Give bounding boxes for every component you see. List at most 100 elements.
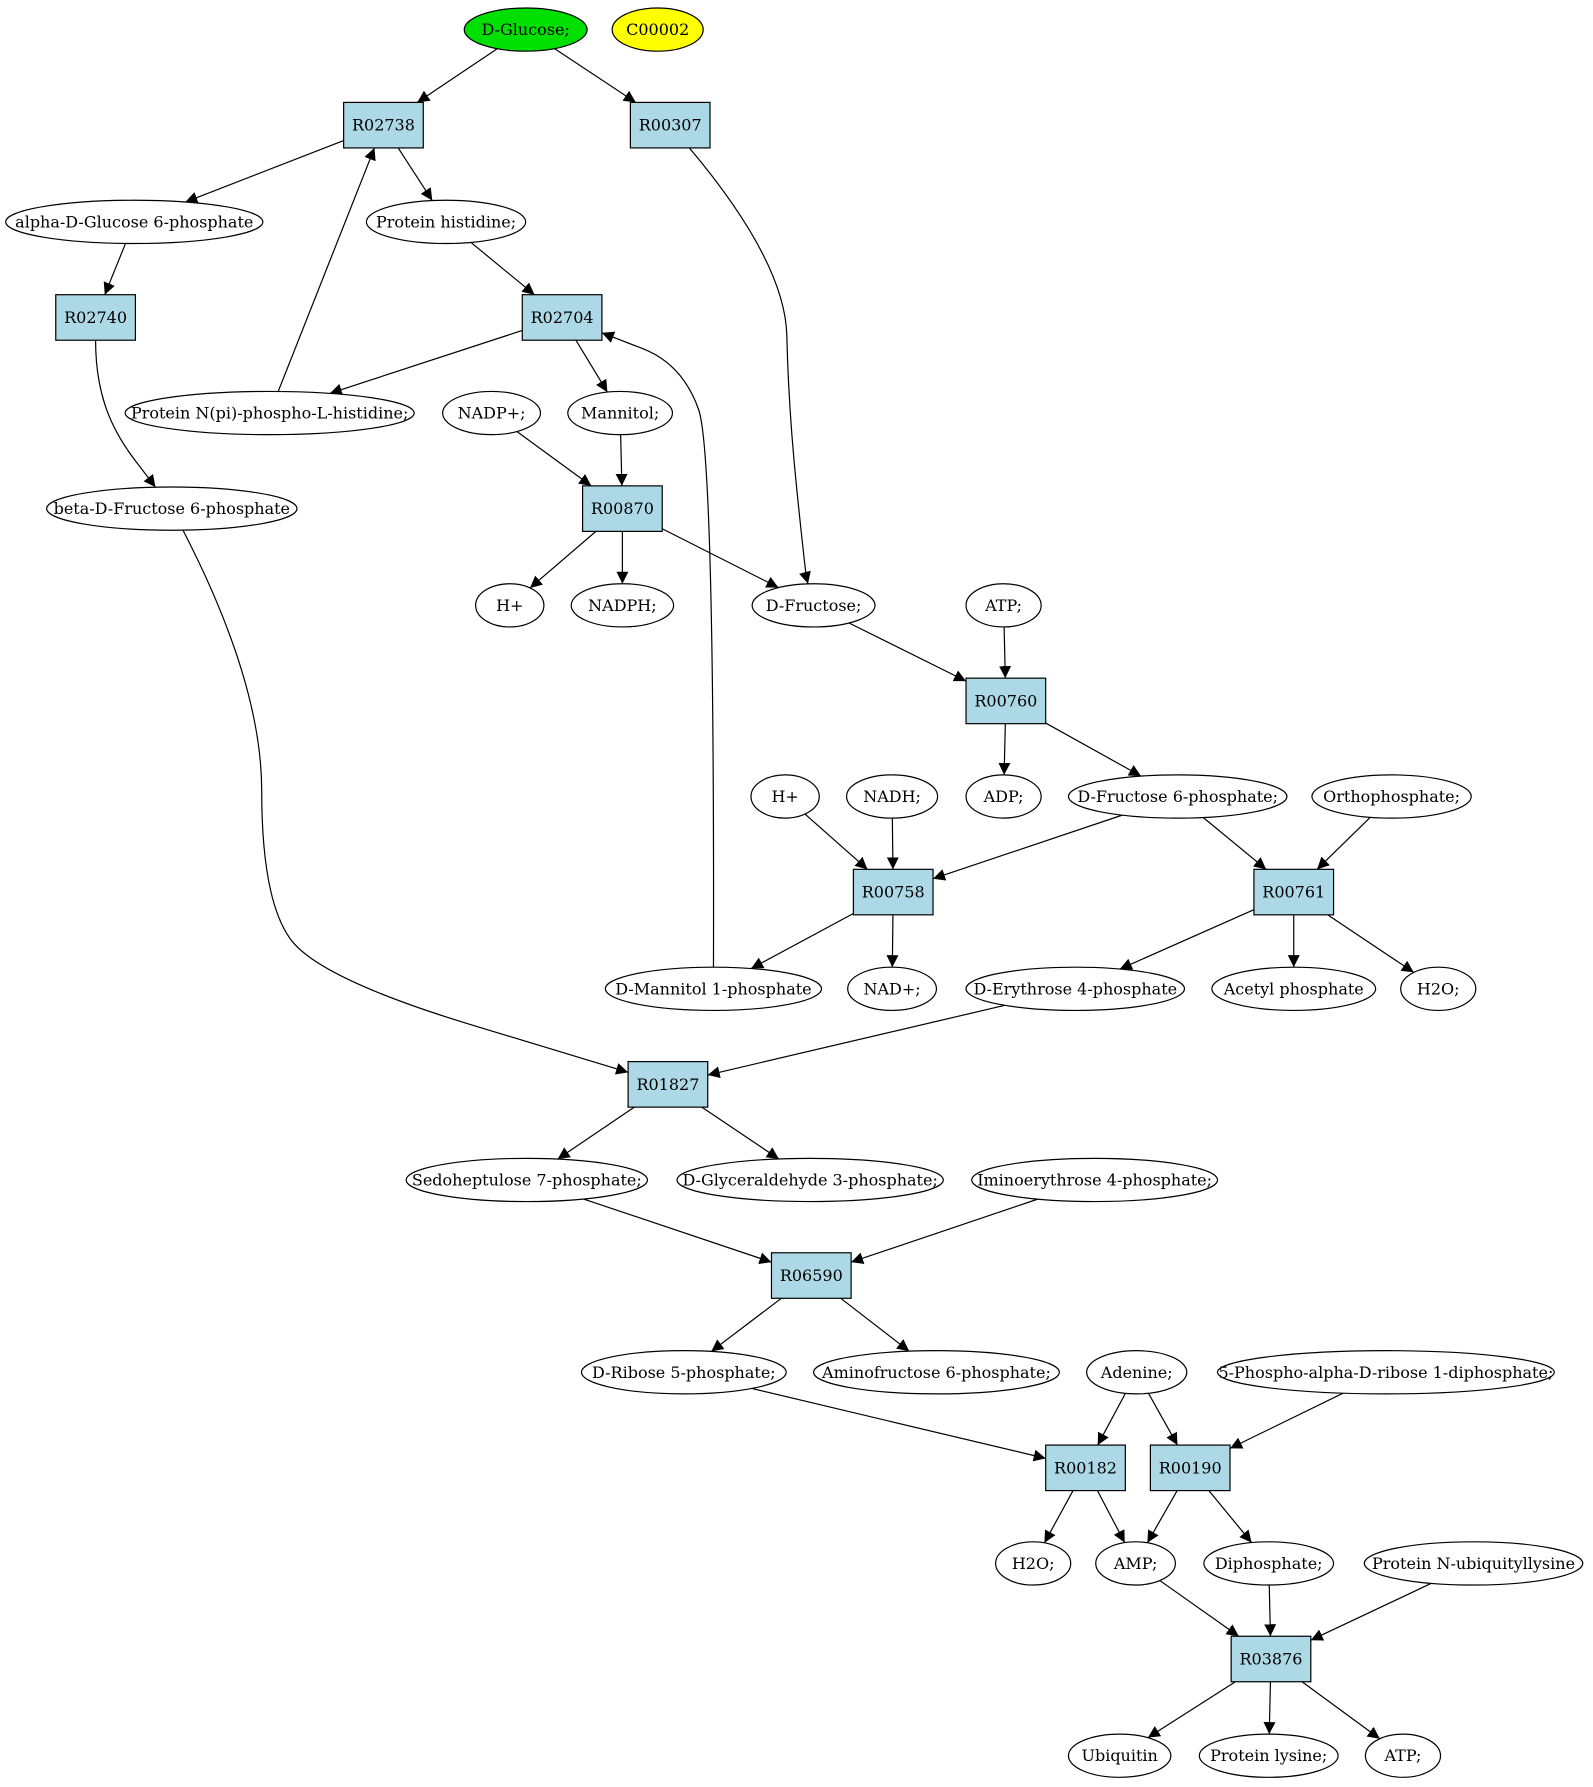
reaction-box [770, 1252, 852, 1299]
edge-ppi-to-r03876 [1264, 1585, 1277, 1637]
reaction-node-r00760: R00760 [965, 677, 1047, 725]
edge-r00760-to-f6p [1045, 722, 1142, 777]
compound-label: ATP; [1384, 1746, 1422, 1765]
compound-node-acp: Acetyl phosphate [1211, 966, 1377, 1012]
reaction-label: R03876 [1240, 1649, 1303, 1668]
compound-label: H2O; [1417, 979, 1460, 998]
edge-r01827-to-g3p [701, 1106, 780, 1160]
compound-label: NADH; [863, 787, 921, 806]
compound-node-e4p: D-Erythrose 4-phosphate [965, 966, 1186, 1012]
compound-node-pub: Protein N-ubiquityllysine [1363, 1541, 1584, 1586]
compound-label: C00002 [626, 20, 689, 39]
compound-ellipse [1364, 1733, 1442, 1778]
edge-phis-to-r02704 [470, 241, 535, 296]
compound-node-atp2: ATP; [1364, 1733, 1442, 1778]
reaction-label: R06590 [780, 1266, 843, 1285]
reaction-label: R02704 [531, 308, 594, 327]
compound-label: Sedoheptulose 7-phosphate; [412, 1170, 642, 1189]
edge-r02704-to-pnhis [329, 329, 523, 396]
compound-label: D-Ribose 5-phosphate; [592, 1363, 776, 1382]
compound-ellipse [5, 199, 264, 245]
reaction-label: R00190 [1159, 1458, 1222, 1477]
edge-r06590-to-r5p [710, 1297, 782, 1352]
reaction-node-r03876: R03876 [1230, 1635, 1312, 1683]
edge-e4p-to-r01827 [707, 1004, 1005, 1079]
compound-label: H+ [771, 787, 798, 806]
compound-label: ADP; [983, 787, 1024, 806]
compound-ellipse [442, 390, 542, 436]
compound-ellipse [567, 390, 674, 436]
reaction-node-r02704: R02704 [521, 294, 603, 341]
compound-ellipse [1198, 1733, 1339, 1778]
compound-node-bf6p: beta-D-Fructose 6-phosphate [46, 486, 298, 531]
reaction-box [629, 101, 711, 149]
edge-r02738-to-ag6p [185, 140, 344, 204]
reaction-box [965, 677, 1047, 725]
compound-ellipse [124, 390, 415, 436]
compound-ellipse [46, 486, 298, 531]
compound-node-mann: Mannitol; [567, 390, 674, 436]
edge-f6p-to-r00761 [1202, 817, 1267, 870]
compound-label: Protein lysine; [1210, 1746, 1327, 1765]
compound-ellipse [475, 583, 545, 628]
edge-prpp-to-r00190 [1229, 1392, 1344, 1449]
edge-ade-to-r00182 [1097, 1393, 1126, 1446]
compound-label: NAD+; [863, 979, 920, 998]
reaction-node-r00182: R00182 [1045, 1444, 1126, 1492]
compound-node-af6p: Aminofructose 6-phosphate; [812, 1350, 1060, 1395]
edge-r02704-to-mann [575, 339, 608, 393]
edge-r02740-to-bf6p [94, 340, 156, 488]
compound-label: Mannitol; [581, 404, 659, 423]
compound-label: H2O; [1012, 1554, 1055, 1573]
edge-amp-to-r03876 [1159, 1580, 1240, 1637]
compound-label: Protein histidine; [376, 212, 516, 231]
reaction-node-r00761: R00761 [1253, 868, 1335, 916]
compound-label: H+ [496, 596, 523, 615]
edge-r00760-to-adp [998, 723, 1011, 775]
compound-node-phis: Protein histidine; [365, 199, 527, 245]
compound-node-prpp: 5-Phospho-alpha-D-ribose 1-diphosphate; [1216, 1350, 1555, 1395]
compound-label: Adenine; [1100, 1363, 1173, 1382]
reaction-label: R00760 [974, 691, 1037, 710]
compound-node-h2o2: H2O; [995, 1541, 1072, 1586]
compound-node-nadp: NADP+; [442, 390, 542, 436]
edge-r00182-to-h2o2 [1043, 1490, 1074, 1544]
compound-ellipse [965, 966, 1186, 1012]
compound-ellipse [1095, 1541, 1177, 1586]
reaction-box [1149, 1444, 1231, 1492]
compound-ellipse [463, 7, 588, 52]
compound-label: beta-D-Fructose 6-phosphate [54, 499, 290, 518]
compound-ellipse [971, 1157, 1219, 1203]
compound-node-m1p: D-Mannitol 1-phosphate [604, 966, 823, 1012]
compound-label: D-Glucose; [481, 20, 569, 39]
reaction-label: R01827 [636, 1075, 699, 1094]
compound-ellipse [965, 583, 1042, 628]
compound-ellipse [751, 583, 876, 628]
compound-label: AMP; [1113, 1554, 1158, 1573]
compound-node-nadph: NADPH; [570, 583, 675, 628]
reaction-node-r06590: R06590 [770, 1252, 852, 1299]
edge-r03876-to-plys [1263, 1681, 1276, 1735]
compound-node-pnhis: Protein N(pi)-phospho-L-histidine; [124, 390, 415, 436]
compound-node-adp: ADP; [965, 774, 1042, 819]
compound-label: ATP; [984, 596, 1022, 615]
compound-ellipse [1203, 1541, 1335, 1586]
edge-r01827-to-s7p [557, 1106, 635, 1160]
compound-ellipse [365, 199, 527, 245]
compound-node-ppi: Diphosphate; [1203, 1541, 1335, 1586]
compound-label: Iminoerythrose 4-phosphate; [977, 1170, 1212, 1189]
edge-bf6p-to-r01827 [182, 529, 629, 1075]
edge-ag6p-to-r02740 [103, 243, 127, 295]
edge-r00870-to-fru [661, 528, 779, 589]
compound-label: D-Mannitol 1-phosphate [615, 979, 811, 998]
reaction-label: R00761 [1262, 883, 1325, 902]
reaction-node-r01827: R01827 [627, 1061, 709, 1108]
edges-layer [94, 48, 1432, 1740]
compound-node-glc: D-Glucose; [463, 7, 588, 52]
edge-s7p-to-r06590 [583, 1198, 772, 1265]
reaction-node-r02740: R02740 [55, 294, 137, 341]
compound-ellipse [1067, 774, 1288, 819]
reaction-box [581, 485, 663, 532]
reaction-box [852, 868, 934, 916]
